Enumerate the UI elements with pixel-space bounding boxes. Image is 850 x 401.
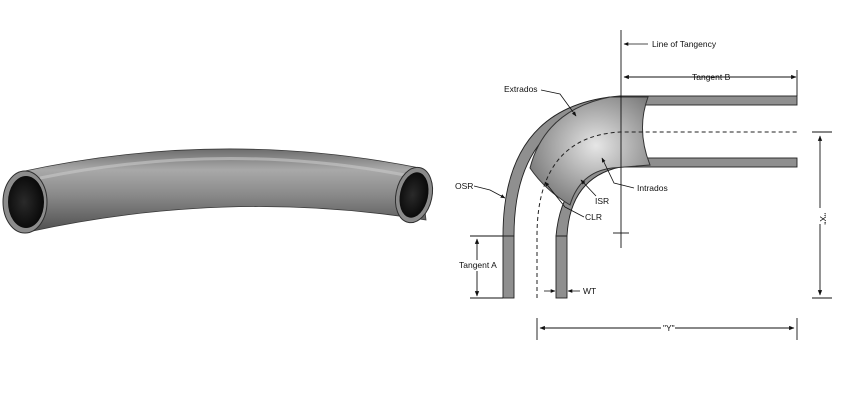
centerline — [536, 131, 797, 298]
pipe-bend-photo — [2, 148, 434, 234]
intrados-label: Intrados — [637, 183, 668, 193]
y-dimension-label: "Y" — [663, 323, 675, 333]
intrados-leader — [601, 157, 635, 189]
x-dimension-label: "X" — [818, 213, 828, 225]
x-label-bg — [815, 208, 826, 224]
y-label-bg — [661, 322, 675, 334]
extrados-label: Extrados — [504, 84, 538, 94]
isr-leader — [580, 179, 597, 197]
pipe-left-opening — [8, 176, 44, 228]
clr-label: CLR — [585, 212, 602, 222]
bend-cutaway — [529, 96, 651, 206]
tangent-a-outer-wall — [502, 235, 515, 299]
tangent-b-label: Tangent B — [692, 72, 731, 82]
extrados-leader — [540, 89, 577, 117]
clr-leader — [544, 181, 585, 218]
tangent-a-inner-wall — [555, 235, 568, 299]
wt-label: WT — [583, 286, 596, 296]
pipe-highlight — [39, 157, 411, 180]
tangent-a-label-bg — [458, 260, 496, 271]
isr-label: ISR — [595, 196, 609, 206]
osr-leader — [473, 185, 506, 199]
pipe-body — [19, 148, 427, 233]
osr-label: OSR — [455, 181, 473, 191]
bend-diagram: Line of Tangency Tangent B Extrados Intr… — [455, 30, 832, 340]
tangent-a-label: Tangent A — [459, 260, 497, 270]
line-of-tangency-label: Line of Tangency — [652, 39, 717, 49]
pipe-right-opening — [399, 172, 429, 218]
